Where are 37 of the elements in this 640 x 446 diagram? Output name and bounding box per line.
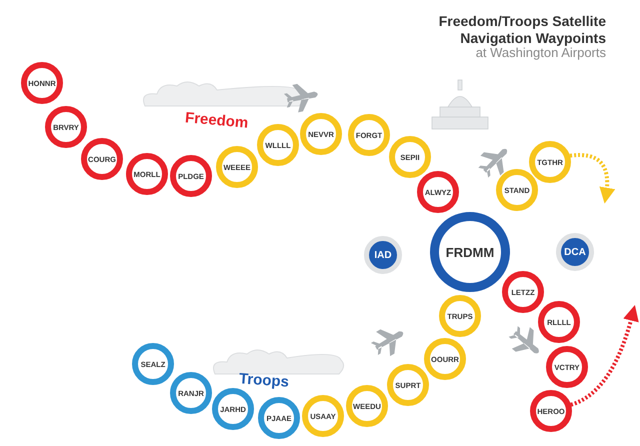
route-label: Troops: [238, 370, 290, 391]
route-label: Freedom: [184, 109, 249, 132]
waypoint-ring: [170, 155, 212, 197]
waypoint-ring: [216, 146, 258, 188]
waypoint-ring: [387, 364, 429, 406]
waypoint-ring: [300, 113, 342, 155]
waypoint-ring: [348, 114, 390, 156]
airport-marker: [556, 233, 594, 271]
waypoint-ring: [496, 169, 538, 211]
waypoint-ring: [212, 388, 254, 430]
waypoint-ring: [170, 372, 212, 414]
waypoint-ring: [389, 136, 431, 178]
waypoint-ring: [529, 141, 571, 183]
dotted-arrow: [570, 153, 615, 204]
waypoint-ring: [126, 153, 168, 195]
waypoint-ring: [546, 346, 588, 388]
waypoint-ring: [21, 62, 63, 104]
waypoint-name: IAD: [374, 250, 392, 260]
waypoint-ring: [530, 390, 572, 432]
waypoint-ring: [81, 138, 123, 180]
dotted-arrow: [570, 304, 639, 407]
title: Freedom/Troops Satellite Navigation Waypoints: [438, 13, 606, 47]
waypoint-ring: [257, 124, 299, 166]
waypoint-ring: [346, 385, 388, 427]
waypoint-name: FRDMM: [446, 244, 494, 260]
waypoint-ring: [439, 295, 481, 337]
waypoint-ring: [45, 106, 87, 148]
waypoint-name: DCA: [564, 246, 586, 258]
waypoint-ring: [502, 271, 544, 313]
waypoint-ring: [302, 395, 344, 437]
waypoint-ring: [424, 338, 466, 380]
waypoint-ring: [417, 171, 459, 213]
waypoint-ring: [258, 397, 300, 439]
airport-marker: [364, 236, 402, 274]
subtitle: at Washington Airports: [476, 45, 606, 60]
waypoint-ring: [132, 343, 174, 385]
waypoint-ring: [538, 301, 580, 343]
